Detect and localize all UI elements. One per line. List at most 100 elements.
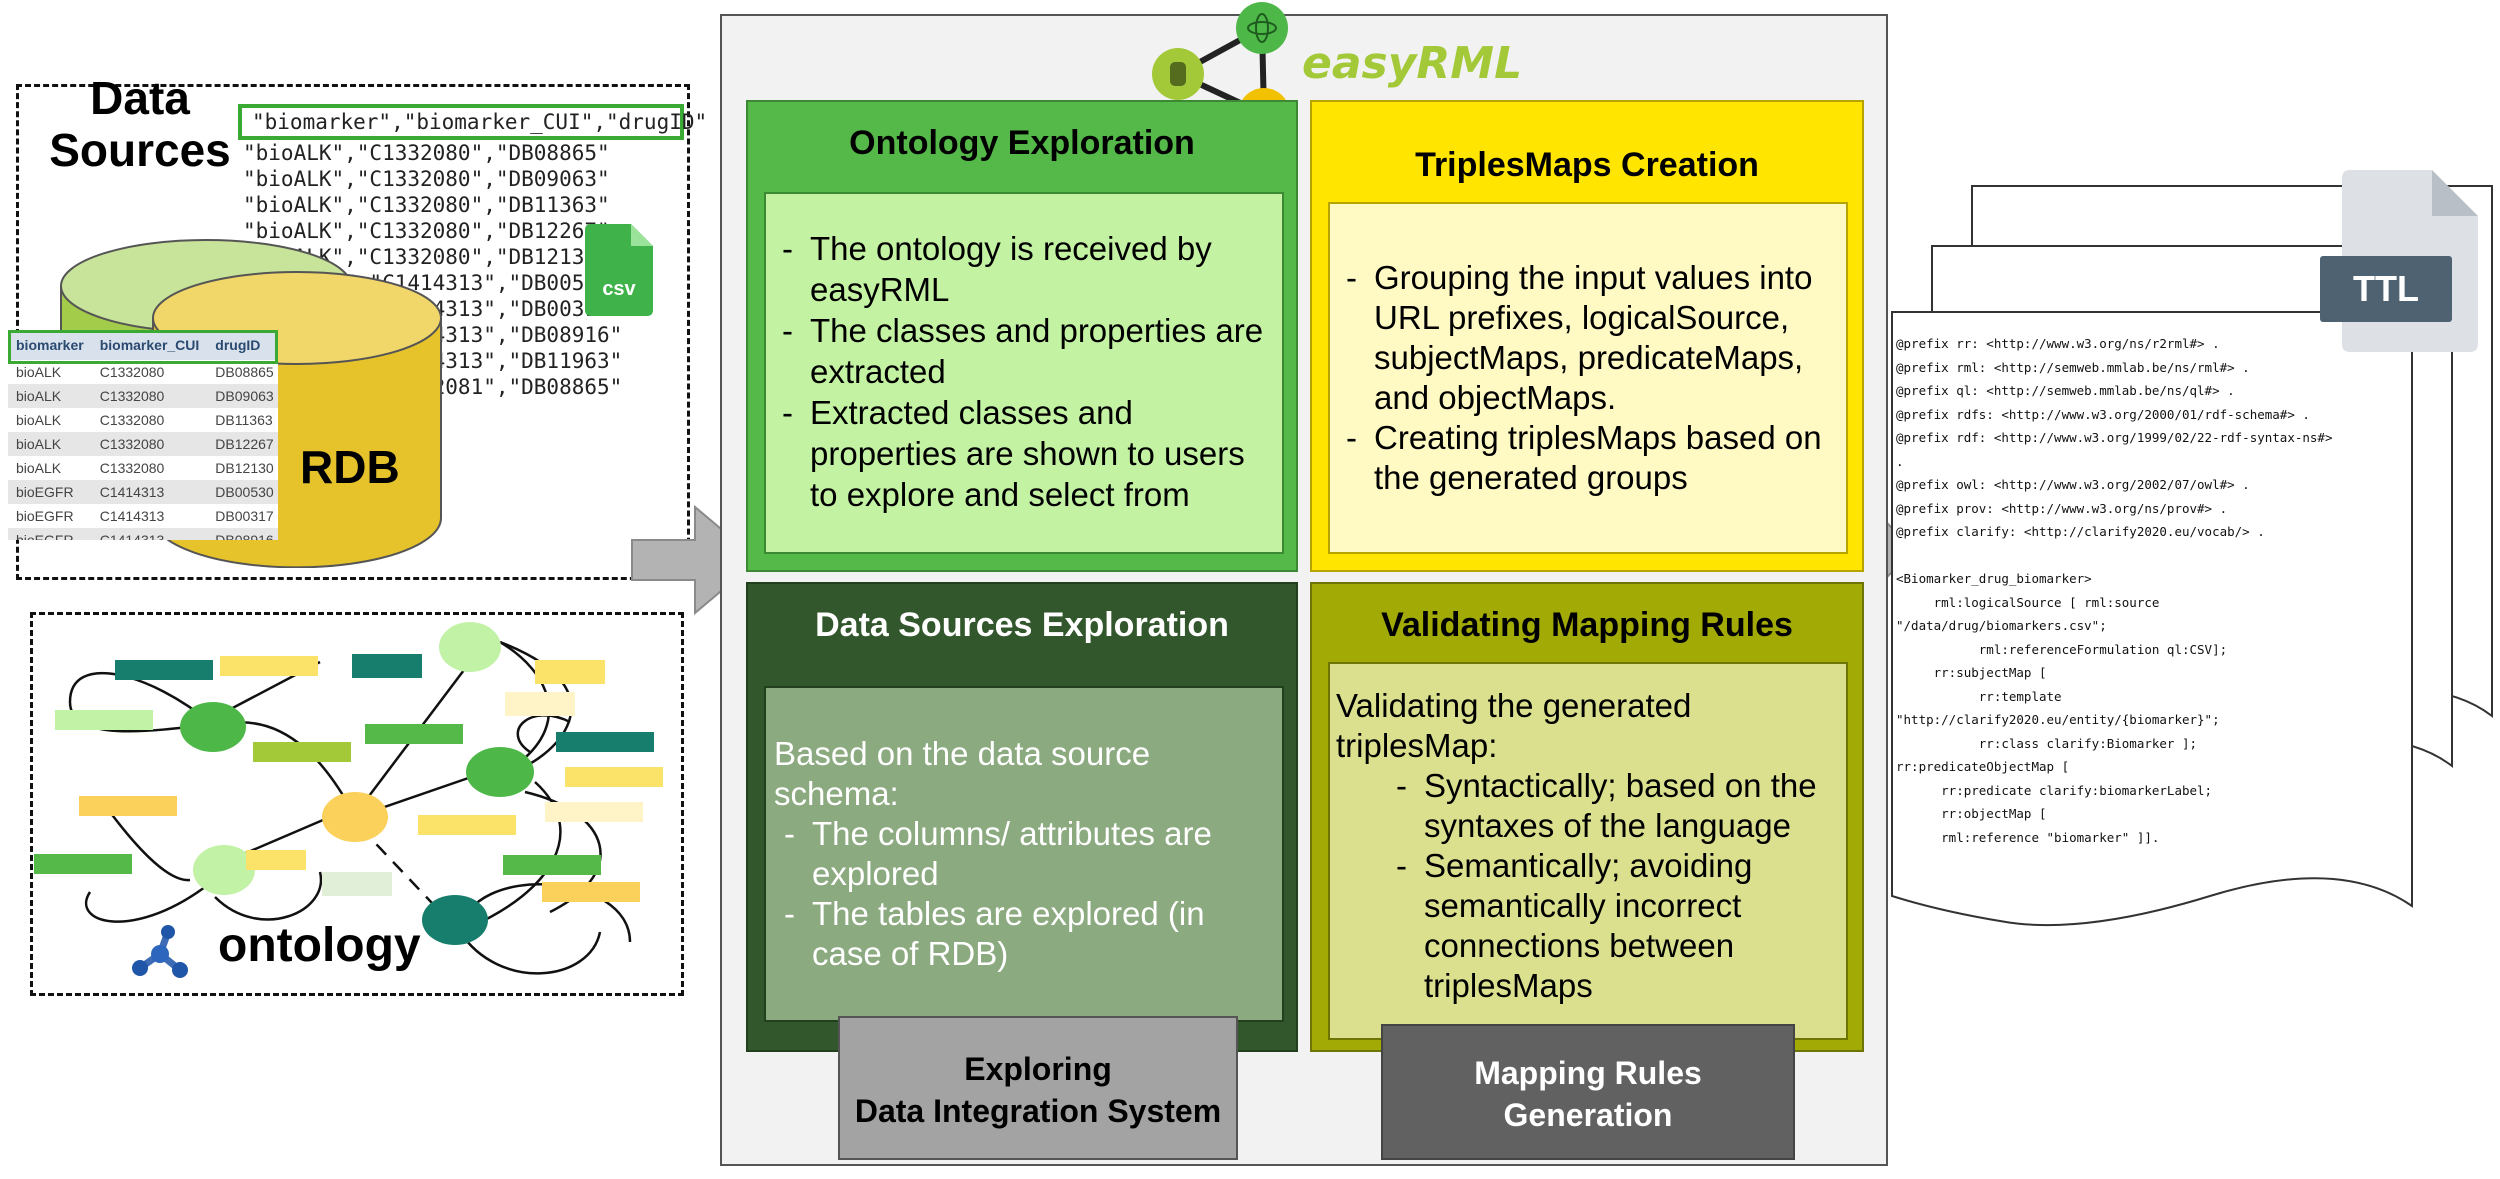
table-row: bioEGFR C1414313 DB00317 — [8, 504, 278, 528]
data-sources-exploration-panel: Data Sources Exploration Based on the da… — [746, 582, 1298, 1052]
ontology-node — [180, 702, 246, 752]
table-cell: C1414313 — [91, 480, 208, 504]
table-cell: DB12130 — [215, 460, 274, 476]
table-cell: C1414313 — [99, 508, 165, 524]
ttl-line: rml:logicalSource [ rml:source — [1896, 594, 2160, 610]
ttl-code: @prefix rr: <http://www.w3.org/ns/r2rml#… — [1896, 332, 2333, 849]
ontology-graph — [34, 622, 663, 975]
triplesmaps-creation-list: Grouping the input values into URL prefi… — [1336, 258, 1838, 498]
ttl-line: @prefix owl: <http://www.w3.org/2002/07/… — [1896, 477, 2250, 492]
data-sources-exploration-list: The columns/ attributes are exploredThe … — [774, 814, 1270, 974]
table-cell: C1332080 — [91, 432, 208, 456]
ontology-exploration-content: The ontology is received by easyRMLThe c… — [764, 192, 1284, 554]
ttl-line: rml:referenceFormulation ql:CSV]; — [1896, 641, 2228, 657]
ttl-line: @prefix prov: <http://www.w3.org/ns/prov… — [1896, 500, 2228, 516]
table-row: bioALK C1332080 DB12130 — [8, 456, 278, 480]
csv-row: "bioALK","C1332080","DB11363" — [243, 193, 610, 217]
rdb-table-header-cell: biomarker_CUI — [91, 330, 208, 360]
triplesmaps-creation-panel: TriplesMaps Creation Grouping the input … — [1310, 100, 1864, 572]
table-cell: bioEGFR — [16, 508, 74, 524]
table-cell: bioEGFR — [8, 480, 92, 504]
csv-row: "bioALK","C1332080","DB08865" — [243, 141, 610, 165]
mapping-rules-generation-tab: Mapping Rules Generation — [1381, 1024, 1795, 1160]
rdb-table-header-highlight — [8, 330, 278, 364]
ontology-exploration-list: The ontology is received by easyRMLThe c… — [772, 228, 1270, 515]
ontology-exploration-title: Ontology Exploration — [849, 124, 1195, 162]
data-sources-exploration-intro: Based on the data source schema: — [774, 735, 1151, 812]
table-cell: bioALK — [16, 460, 62, 476]
ttl-line: "/data/drug/biomarkers.csv"; — [1896, 618, 2107, 633]
exploring-data-integration-tab: Exploring Data Integration System — [838, 1016, 1238, 1160]
validating-mapping-rules-item: Syntactically; based on the syntaxes of … — [1386, 766, 1838, 846]
exploring-tab-line1: Exploring — [964, 1051, 1112, 1087]
ttl-line: . — [1896, 453, 1904, 469]
data-sources-title-line1: Data — [90, 72, 190, 124]
table-cell: C1332080 — [91, 384, 208, 408]
ttl-line: @prefix rdfs: <http://www.w3.org/2000/01… — [1896, 406, 2310, 422]
validating-mapping-rules-item: Semantically; avoiding semantically inco… — [1386, 846, 1838, 1006]
ttl-line: rr:predicate clarify:biomarkerLabel; — [1896, 782, 2213, 798]
ttl-line: @prefix ql: <http://semweb.mmlab.be/ns/q… — [1896, 383, 2235, 398]
validating-mapping-rules-panel: Validating Mapping Rules Validating the … — [1310, 582, 1864, 1052]
ttl-line: @prefix rml: <http://semweb.mmlab.be/ns/… — [1896, 359, 2250, 375]
ontology-node — [422, 895, 488, 945]
ttl-line: @prefix rr: <http://www.w3.org/ns/r2rml#… — [1896, 336, 2220, 351]
data-sources-exploration-item: The columns/ attributes are explored — [774, 814, 1270, 894]
table-cell: DB00317 — [215, 508, 274, 524]
rdb-label: RDB — [300, 441, 400, 493]
table-cell: C1414313 — [91, 528, 208, 540]
mapping-tab-line1: Mapping Rules — [1474, 1055, 1702, 1091]
table-cell: bioALK — [16, 412, 62, 428]
triplesmaps-creation-title: TriplesMaps Creation — [1415, 146, 1759, 184]
table-cell: DB08916 — [207, 528, 278, 540]
mapping-tab-line2: Generation — [1503, 1097, 1673, 1133]
data-sources-exploration-content: Based on the data source schema: The col… — [764, 686, 1284, 1022]
ttl-line: rr:subjectMap [ — [1896, 665, 2047, 680]
ttl-line — [1896, 544, 2333, 568]
table-cell: DB09063 — [207, 384, 278, 408]
ttl-line: rr:objectMap [ — [1896, 806, 2047, 821]
validating-mapping-rules-list: Syntactically; based on the syntaxes of … — [1336, 766, 1838, 1006]
ontology-node — [193, 845, 255, 895]
csv-row: "bioALK","C1332080","DB09063" — [243, 167, 610, 191]
validating-mapping-rules-title: Validating Mapping Rules — [1381, 606, 1793, 644]
exploring-tab-line2: Data Integration System — [854, 1093, 1222, 1129]
table-cell: DB00530 — [207, 480, 278, 504]
csv-icon-label: csv — [602, 278, 636, 300]
ontology-molecule-icon — [132, 925, 188, 978]
ttl-line: rr:predicateObjectMap [ — [1896, 759, 2070, 774]
table-cell: bioALK — [8, 384, 92, 408]
ttl-line: @prefix clarify: <http://clarify2020.eu/… — [1896, 524, 2265, 539]
ttl-line: <Biomarker_drug_biomarker> — [1896, 571, 2092, 586]
ontology-exploration-item: Extracted classes and properties are sho… — [772, 392, 1270, 515]
csv-header-line: "biomarker","biomarker_CUI","drugID" — [238, 104, 707, 140]
table-cell: bioEGFR — [8, 528, 92, 540]
ontology-label: ontology — [218, 919, 421, 972]
csv-file-icon — [585, 224, 653, 316]
rdb-table-header-cell: drugID — [207, 330, 278, 360]
table-cell: DB11363 — [215, 412, 273, 428]
validating-mapping-rules-content: Validating the generated triplesMap: Syn… — [1328, 662, 1848, 1040]
data-sources-exploration-item: The tables are explored (in case of RDB) — [774, 894, 1270, 974]
data-sources-title: Data Sources — [40, 72, 240, 176]
validating-mapping-rules-intro: Validating the generated triplesMap: — [1336, 687, 1692, 764]
ontology-node — [322, 792, 388, 842]
ttl-line: @prefix rdf: <http://www.w3.org/1999/02/… — [1896, 430, 2333, 445]
triplesmaps-creation-content: Grouping the input values into URL prefi… — [1328, 202, 1848, 554]
rdb-table-header-cell: biomarker — [8, 330, 92, 360]
table-cell: C1332080 — [99, 460, 165, 476]
easyrml-logo-text: easyRML — [1302, 38, 1523, 89]
ttl-file-label: TTL — [2320, 256, 2452, 322]
table-cell: C1332080 — [99, 364, 165, 380]
data-sources-exploration-title: Data Sources Exploration — [815, 606, 1229, 644]
csv-row: "bioALK","C1332080","DB12267" — [243, 219, 610, 243]
table-cell: C1332080 — [99, 412, 165, 428]
data-sources-title-line2: Sources — [49, 124, 231, 176]
